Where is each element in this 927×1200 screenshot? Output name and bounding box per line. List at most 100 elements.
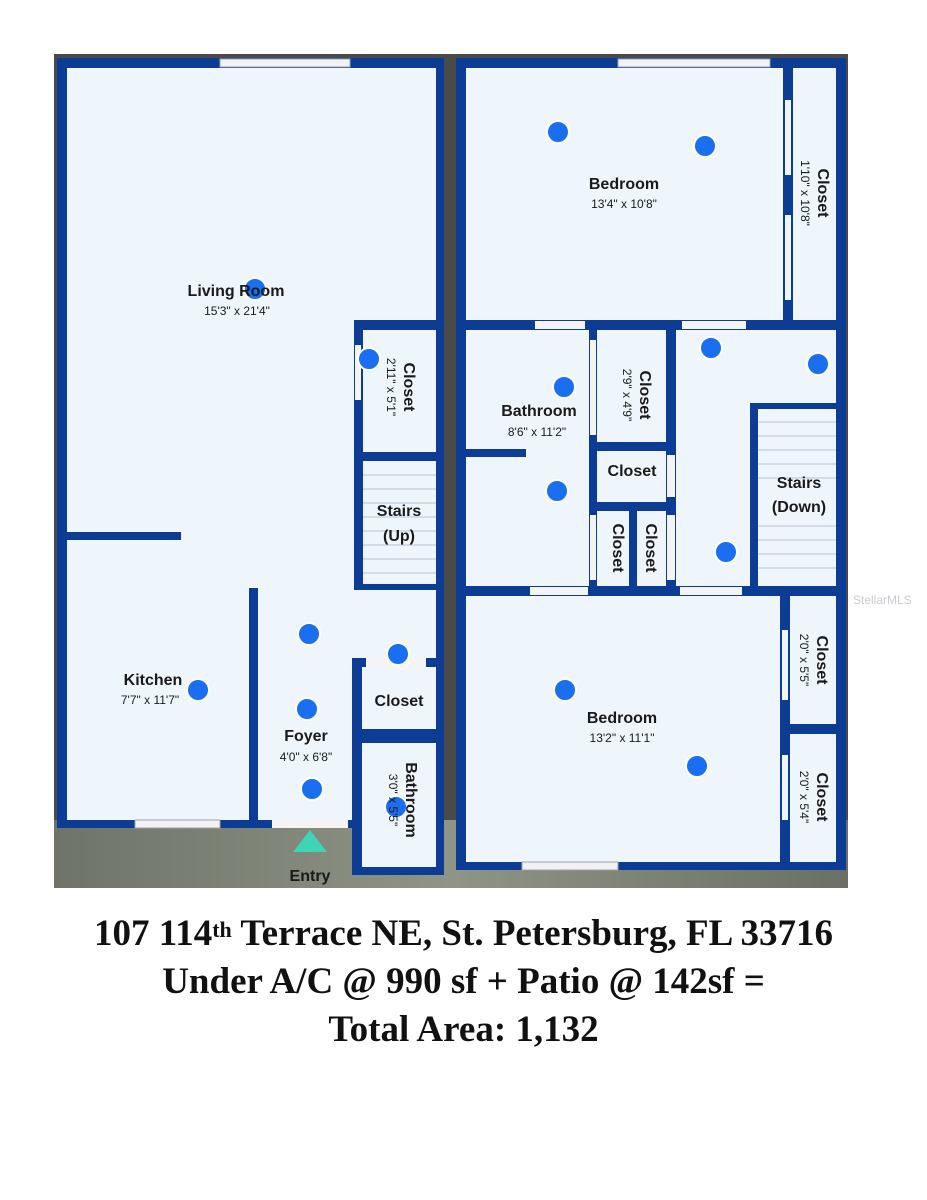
camera-marker-icon[interactable] [553, 678, 577, 702]
camera-marker-icon[interactable] [357, 347, 381, 371]
closet-door [355, 345, 361, 400]
door [530, 587, 588, 595]
stairs-up-steps [363, 474, 436, 574]
room-dims-closet-bedroom-bottom-2: 2'0" x 5'4" [797, 771, 811, 823]
wall [354, 452, 436, 461]
room-name-closet-small-b: Closet [642, 524, 659, 574]
wall [589, 442, 676, 451]
wall [352, 658, 362, 738]
entry-label: Entry [290, 868, 331, 885]
room-dims-kitchen: 7'7" x 11'7" [121, 693, 179, 707]
wall [466, 320, 836, 330]
room-floor [785, 215, 791, 300]
camera-marker-icon[interactable] [243, 277, 267, 301]
room-name-closet-bedroom-bottom-1: Closet [813, 636, 830, 686]
room-name-closet-mid: Closet [608, 463, 658, 480]
door [682, 321, 746, 329]
camera-marker-icon[interactable] [714, 540, 738, 564]
wall [629, 511, 637, 586]
area-caption: Under A/C @ 990 sf + Patio @ 142sf = [162, 961, 765, 1002]
room-floor [782, 630, 788, 700]
door [590, 340, 596, 435]
wall [780, 724, 836, 734]
stairs-down-direction: (Down) [772, 499, 826, 516]
entry-door-gap [272, 820, 348, 828]
wall [750, 403, 836, 409]
room-dims-bathroom-down: 3'0" x 5'5" [386, 774, 400, 826]
wall [466, 586, 836, 596]
room-name-living: Living Room [188, 283, 285, 300]
door [667, 455, 675, 497]
window [617, 58, 771, 68]
room-name-closet-bedroom-top: Closet [814, 169, 831, 219]
camera-marker-icon[interactable] [685, 754, 709, 778]
floor-plan: Living Room 15'3" x 21'4" Kitchen 7'7" x… [54, 54, 848, 888]
wall [354, 584, 436, 590]
room-name-closet-foyer: Closet [375, 693, 425, 710]
room-name-bedroom-top: Bedroom [589, 176, 659, 193]
wall [352, 729, 442, 738]
room-dims-closet-living: 2'11" x 5'1" [384, 358, 398, 416]
door [590, 515, 596, 580]
wall [466, 449, 526, 457]
window [219, 58, 351, 68]
foyer-wall [249, 588, 258, 824]
address-ordinal-suffix: th [212, 917, 232, 942]
room-name-closet-bedroom-bottom-2: Closet [813, 773, 830, 823]
room-dims-closet-bedroom-bottom-1: 2'0" x 5'5" [797, 634, 811, 686]
watermark: StellarMLS [853, 593, 912, 607]
camera-marker-icon[interactable] [546, 120, 570, 144]
stairs-up-label: Stairs [377, 503, 422, 520]
camera-marker-icon[interactable] [295, 697, 319, 721]
upper-floor [456, 58, 846, 871]
room-dims-bathroom-up: 8'6" x 11'2" [508, 425, 566, 439]
wall [589, 502, 676, 511]
room-name-kitchen: Kitchen [124, 672, 183, 689]
camera-marker-icon[interactable] [693, 134, 717, 158]
room-floor [785, 100, 791, 175]
room-dims-closet-bedroom-top: 1'10" x 10'8" [798, 160, 812, 226]
room-name-closet-bath-up: Closet [636, 371, 653, 421]
address-caption: 107 114th Terrace NE, St. Petersburg, FL… [0, 912, 927, 956]
ground-floor [57, 58, 444, 875]
door [535, 321, 585, 329]
camera-marker-icon[interactable] [300, 777, 324, 801]
camera-markers [186, 120, 830, 819]
stairs-up-direction: (Up) [383, 528, 415, 545]
camera-marker-icon[interactable] [806, 352, 830, 376]
window [134, 819, 221, 829]
wall [750, 403, 758, 586]
window [521, 861, 619, 871]
room-dims-bedroom-top: 13'4" x 10'8" [591, 197, 657, 211]
room-dims-living: 15'3" x 21'4" [204, 304, 270, 318]
upper-floor-interior [466, 68, 836, 862]
camera-marker-icon[interactable] [552, 375, 576, 399]
room-labels: Living Room 15'3" x 21'4" Kitchen 7'7" x… [121, 160, 831, 885]
room-dims-foyer: 4'0" x 6'8" [280, 750, 332, 764]
camera-marker-icon[interactable] [386, 642, 410, 666]
camera-marker-icon[interactable] [699, 336, 723, 360]
stairs-down-label: Stairs [777, 475, 822, 492]
room-dims-closet-bath-up: 2'9" x 4'9" [620, 369, 634, 421]
room-name-closet-living: Closet [400, 363, 417, 413]
room-name-closet-small-a: Closet [609, 524, 626, 574]
address-street: Terrace NE, St. Petersburg, FL 33716 [231, 913, 833, 954]
door [667, 515, 675, 580]
camera-marker-icon[interactable] [186, 678, 210, 702]
room-name-bedroom-bottom: Bedroom [587, 710, 657, 727]
camera-marker-icon[interactable] [297, 622, 321, 646]
kitchen-wall [67, 532, 181, 540]
address-number: 107 114 [94, 913, 213, 954]
wall [589, 330, 597, 586]
total-area-caption: Total Area: 1,132 [328, 1009, 599, 1050]
room-floor [782, 755, 788, 820]
camera-marker-icon[interactable] [545, 479, 569, 503]
door [680, 587, 742, 595]
stairs-down-steps [758, 421, 836, 569]
camera-marker-icon[interactable] [384, 795, 408, 819]
wall [783, 68, 793, 320]
wall [354, 320, 436, 330]
room-dims-bedroom-bottom: 13'2" x 11'1" [590, 731, 655, 745]
room-name-bathroom-up: Bathroom [501, 403, 577, 420]
room-name-foyer: Foyer [284, 728, 328, 745]
